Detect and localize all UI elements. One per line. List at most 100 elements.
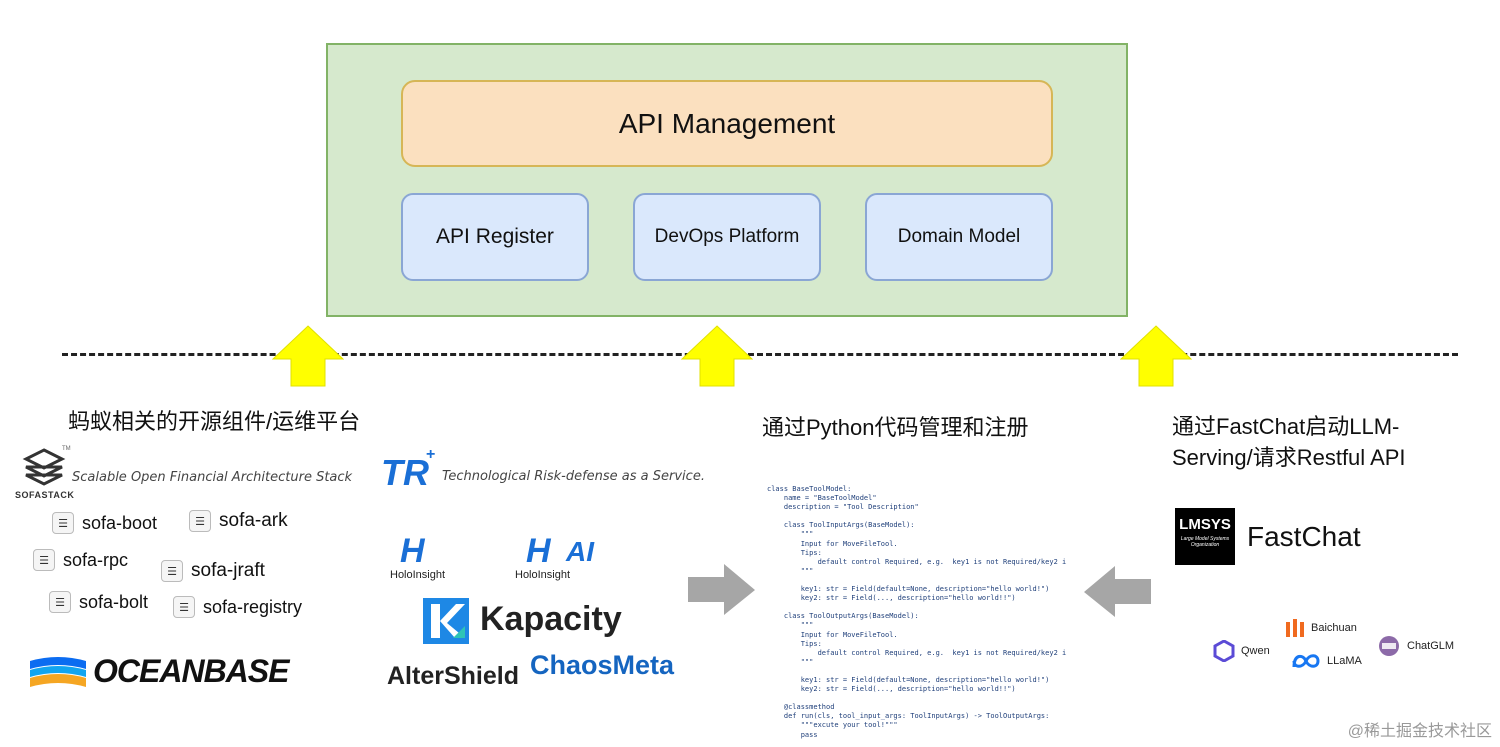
middle-heading: 通过Python代码管理和注册 bbox=[762, 415, 1029, 440]
qwen-item: Qwen bbox=[1213, 640, 1270, 662]
holoinsight-logo-icon: H bbox=[400, 532, 425, 570]
domain-model-box: Domain Model bbox=[865, 193, 1053, 281]
lmsys-subtitle-line1: Large Model Systems bbox=[1180, 536, 1230, 542]
lmsys-subtitle-line2: Organization bbox=[1190, 542, 1220, 548]
sofa-bolt-label: sofa-bolt bbox=[79, 591, 149, 612]
sofa-mini-logo-icon: ☰ bbox=[189, 510, 211, 532]
llama-label: LLaMA bbox=[1327, 655, 1362, 667]
code-line: """ bbox=[767, 621, 814, 630]
up-arrow-icon bbox=[1120, 325, 1192, 387]
chatglm-logo-icon bbox=[1379, 636, 1399, 656]
qwen-label: Qwen bbox=[1241, 645, 1270, 657]
code-line: """excute your tool!""" bbox=[767, 721, 898, 730]
code-line bbox=[767, 694, 1067, 703]
code-line: key1: str = Field(default=None, descript… bbox=[767, 675, 1050, 684]
holoinsight-ai-logo-icon: H bbox=[526, 532, 551, 570]
code-line: """ bbox=[767, 530, 814, 539]
holoinsight-ai-text: AI bbox=[566, 536, 594, 567]
holoinsight-ai-label: HoloInsight bbox=[515, 569, 571, 581]
fastchat-label: FastChat bbox=[1247, 521, 1361, 552]
code-line: Tips: bbox=[767, 548, 822, 557]
code-line: name = "BaseToolModel" bbox=[767, 494, 877, 503]
trase-logo-text: TR bbox=[381, 452, 429, 493]
code-line: class BaseToolModel: bbox=[767, 485, 852, 493]
api-management-box: API Management bbox=[401, 80, 1053, 167]
devops-platform-label: DevOps Platform bbox=[654, 226, 800, 247]
sofa-mini-logo-icon: ☰ bbox=[173, 596, 195, 618]
code-line: class ToolOutputArgs(BaseModel): bbox=[767, 612, 919, 621]
code-line: def run(cls, tool_input_args: ToolInputA… bbox=[767, 712, 1050, 721]
oceanbase-logo-icon bbox=[30, 657, 86, 687]
qwen-logo-icon bbox=[1213, 640, 1235, 662]
sofa-boot-label: sofa-boot bbox=[82, 512, 158, 533]
sofa-ark-label: sofa-ark bbox=[219, 510, 288, 531]
code-line: key1: str = Field(default=None, descript… bbox=[767, 585, 1050, 594]
code-line bbox=[767, 576, 1067, 585]
code-line: Input for MoveFileTool. bbox=[767, 630, 898, 639]
code-line: """ bbox=[767, 566, 814, 575]
chaosmeta-logo-text: ChaosMeta bbox=[530, 650, 675, 680]
sofa-registry-label: sofa-registry bbox=[203, 596, 303, 617]
code-line: Input for MoveFileTool. bbox=[767, 539, 898, 548]
left-heading: 蚂蚁相关的开源组件/运维平台 bbox=[68, 409, 361, 434]
right-heading-line2: Serving/请求Restful API bbox=[1172, 445, 1406, 470]
api-management-label: API Management bbox=[618, 107, 836, 139]
code-line bbox=[767, 512, 1067, 521]
sofastack-description: Scalable Open Financial Architecture Sta… bbox=[72, 470, 353, 485]
kapacity-logo-icon bbox=[423, 598, 469, 644]
sofa-registry-item: ☰ sofa-registry bbox=[173, 596, 302, 618]
chatglm-label: ChatGLM bbox=[1407, 640, 1455, 652]
llama-item: LLaMA bbox=[1291, 652, 1362, 670]
sofastack-logo-icon bbox=[22, 448, 66, 486]
python-code-snippet: class BaseToolModel: name = "BaseToolMod… bbox=[767, 485, 1067, 745]
code-line: @classmethod bbox=[767, 703, 835, 712]
api-register-label: API Register bbox=[436, 225, 554, 248]
sofa-mini-logo-icon: ☰ bbox=[33, 549, 55, 571]
lmsys-logo-text: LMSYS bbox=[1179, 516, 1231, 533]
up-arrow-icon bbox=[272, 325, 344, 387]
code-line bbox=[767, 603, 1067, 612]
baichuan-label: Baichuan bbox=[1311, 622, 1357, 634]
sofa-mini-logo-icon: ☰ bbox=[52, 512, 74, 534]
code-line: description = "Tool Description" bbox=[767, 503, 919, 512]
sofa-bolt-item: ☰ sofa-bolt bbox=[49, 591, 148, 613]
code-line: default control Required, e.g. key1 is n… bbox=[817, 648, 1067, 657]
sofa-jraft-item: ☰ sofa-jraft bbox=[161, 560, 265, 582]
up-arrow-icon bbox=[681, 325, 753, 387]
baichuan-logo-icon bbox=[1286, 619, 1304, 637]
lmsys-logo: LMSYS Large Model Systems Organization bbox=[1175, 508, 1235, 565]
meta-logo-icon bbox=[1292, 654, 1320, 668]
dashed-divider bbox=[62, 353, 1458, 356]
watermark: @稀土掘金技术社区 bbox=[1347, 723, 1492, 740]
trademark-mark: TM bbox=[62, 446, 71, 452]
code-line: class ToolInputArgs(BaseModel): bbox=[767, 521, 915, 530]
kapacity-logo-text: Kapacity bbox=[480, 600, 622, 638]
domain-model-label: Domain Model bbox=[897, 226, 1021, 247]
api-register-box: API Register bbox=[401, 193, 589, 281]
baichuan-item: Baichuan bbox=[1285, 618, 1357, 638]
sofa-mini-logo-icon: ☰ bbox=[49, 591, 71, 613]
oceanbase-logo-text: OCEANBASE bbox=[93, 653, 289, 689]
devops-platform-box: DevOps Platform bbox=[633, 193, 821, 281]
code-line: key2: str = Field(..., description="hell… bbox=[767, 685, 1016, 694]
code-line bbox=[767, 667, 1067, 676]
code-line: key2: str = Field(..., description="hell… bbox=[767, 594, 1016, 603]
code-line: """ bbox=[767, 657, 814, 666]
left-arrow-icon bbox=[1084, 566, 1151, 617]
sofa-boot-item: ☰ sofa-boot bbox=[52, 512, 157, 534]
code-line: Tips: bbox=[767, 639, 822, 648]
right-heading-line1: 通过FastChat启动LLM- bbox=[1172, 414, 1400, 439]
sofastack-logo-text: SOFASTACK bbox=[15, 490, 75, 500]
right-arrow-icon bbox=[688, 564, 755, 615]
code-line: pass bbox=[767, 730, 818, 739]
altershield-logo-text: AlterShield bbox=[387, 662, 519, 690]
trase-logo: TR + bbox=[381, 446, 439, 493]
sofa-mini-logo-icon: ☰ bbox=[161, 560, 183, 582]
code-line: default control Required, e.g. key1 is n… bbox=[817, 557, 1067, 566]
chatglm-item: ChatGLM bbox=[1377, 635, 1454, 657]
holoinsight-label: HoloInsight bbox=[390, 569, 446, 581]
sofa-rpc-label: sofa-rpc bbox=[63, 549, 129, 570]
sofa-jraft-label: sofa-jraft bbox=[191, 560, 265, 581]
trase-description: Technological Risk-defense as a Service. bbox=[442, 469, 705, 484]
sofa-ark-item: ☰ sofa-ark bbox=[189, 510, 288, 532]
